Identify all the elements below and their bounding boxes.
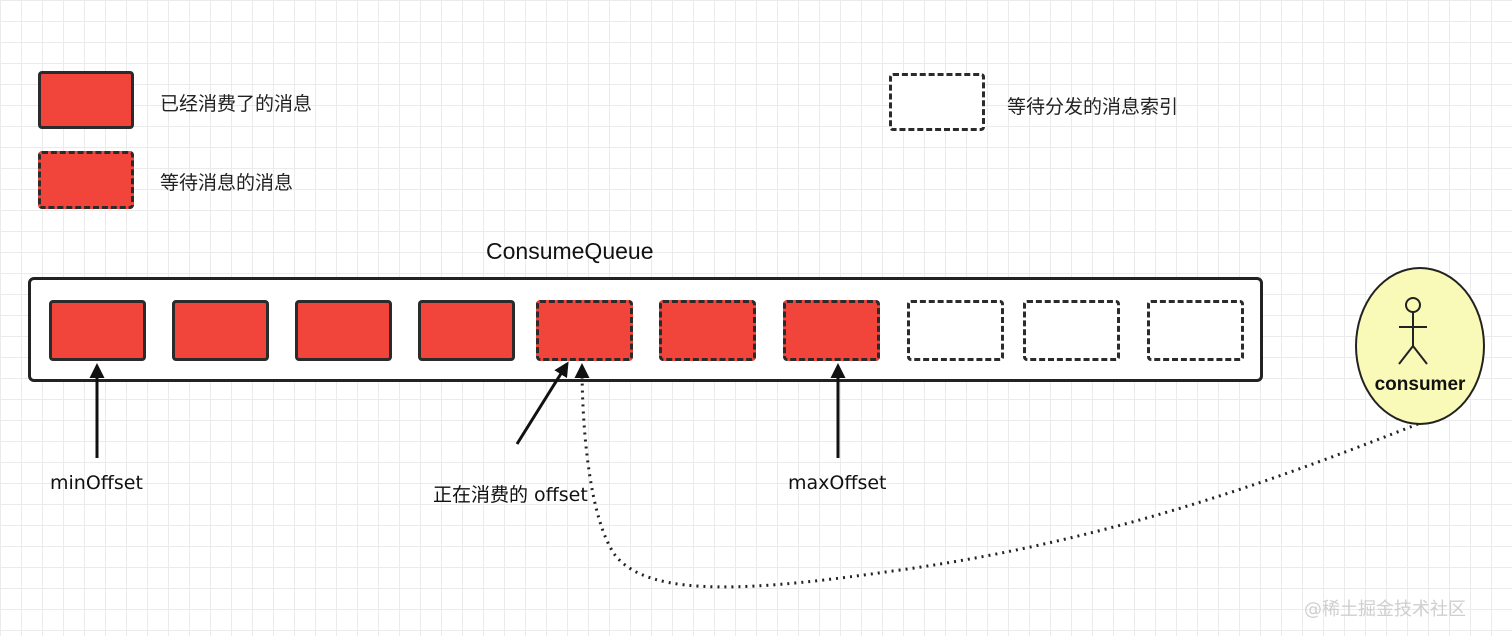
watermark: @稀土掘金技术社区: [1304, 599, 1466, 620]
queue-slot-waiting: [536, 300, 633, 361]
stick-figure-icon: [1398, 297, 1428, 365]
current-offset-label: 正在消费的 offset: [433, 484, 588, 506]
queue-slot-pending: [1023, 300, 1120, 361]
consumer-actor: [1355, 267, 1485, 425]
queue-slot-waiting: [783, 300, 880, 361]
max-offset-label: maxOffset: [788, 472, 887, 494]
queue-slot-consumed: [172, 300, 269, 361]
queue-slot-consumed: [295, 300, 392, 361]
queue-slot-waiting: [659, 300, 756, 361]
legend-pending-label: 等待分发的消息索引: [1007, 96, 1179, 118]
queue-slot-pending: [907, 300, 1004, 361]
legend-waiting-label: 等待消息的消息: [160, 172, 294, 194]
consumer-dotted-link: [574, 363, 1419, 589]
consumer-label: consumer: [1374, 374, 1466, 395]
legend-waiting-swatch: [38, 151, 134, 209]
queue-slot-pending: [1147, 300, 1244, 361]
legend-consumed-label: 已经消费了的消息: [160, 93, 313, 115]
queue-slot-consumed: [49, 300, 146, 361]
queue-slot-consumed: [418, 300, 515, 361]
current-offset-arrow: [515, 361, 569, 445]
legend-pending-swatch: [889, 73, 985, 131]
legend-consumed-swatch: [38, 71, 134, 129]
queue-title: ConsumeQueue: [486, 238, 654, 264]
min-offset-label: minOffset: [50, 472, 143, 494]
